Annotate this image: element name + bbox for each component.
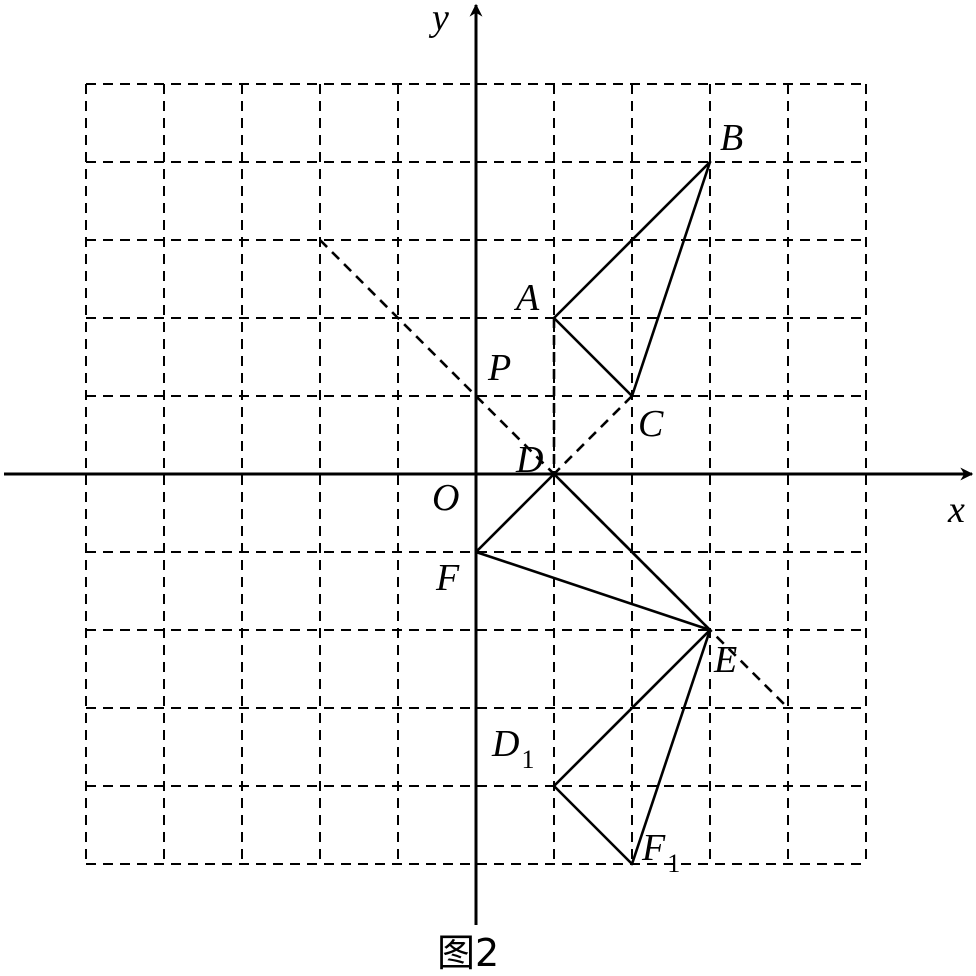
- segment-f1-d1: [552, 784, 634, 866]
- point-label-b: B: [720, 117, 743, 159]
- segment-a-b: [552, 160, 712, 320]
- segment-c-a: [552, 316, 634, 398]
- point-label-subscript: 1: [521, 745, 534, 774]
- y-axis-label: y: [428, 0, 449, 39]
- figure-caption: 图2: [437, 931, 499, 975]
- point-label-a: A: [513, 277, 540, 319]
- x-axis-label: x: [947, 489, 965, 531]
- segment-f-d: [474, 472, 556, 554]
- dashed-segment: [553, 395, 633, 475]
- point-label-d1: D: [491, 723, 519, 765]
- segment-e-f: [474, 550, 712, 632]
- point-label-subscript: 1: [667, 849, 680, 878]
- axes: x y O: [4, 0, 974, 925]
- triangles: [474, 160, 712, 866]
- segment-d-e: [552, 472, 712, 632]
- point-label-d: D: [515, 439, 543, 481]
- segment-d1-e: [552, 628, 712, 788]
- point-label-p: P: [487, 347, 511, 389]
- dashed-grid: [85, 83, 867, 865]
- point-label-f1: F: [641, 827, 666, 869]
- origin-label: O: [432, 477, 459, 519]
- point-label-f: F: [435, 557, 460, 599]
- point-label-e: E: [713, 639, 737, 681]
- segment-b-c: [630, 160, 712, 398]
- point-label-c: C: [638, 403, 664, 445]
- segment-e-f1: [630, 628, 712, 866]
